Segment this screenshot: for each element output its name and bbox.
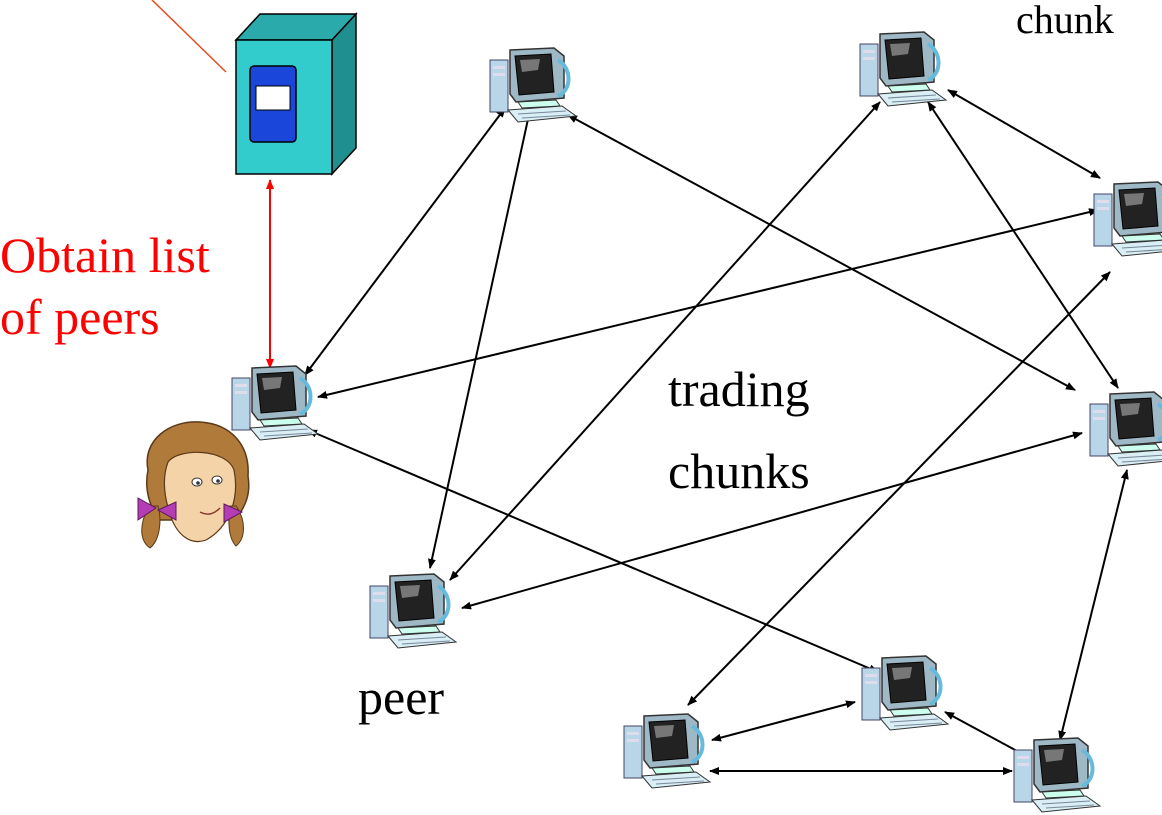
computer-icon [368, 572, 458, 650]
link [567, 114, 1076, 391]
peer-label: peer [358, 669, 445, 725]
peer-links [304, 89, 1129, 775]
tracker-callout-line [151, 0, 227, 73]
link [927, 101, 1119, 389]
computer-icon [858, 30, 948, 108]
trading-chunks-label-line1: trading [668, 361, 810, 417]
top-right-label: chunk [1016, 0, 1114, 42]
obtain-list-label-line2: of peers [0, 289, 160, 345]
trading-chunks-label-line2: chunks [668, 443, 810, 499]
link [307, 429, 879, 673]
link [1058, 469, 1129, 741]
computer-icon [1012, 736, 1102, 814]
computer-icon [622, 712, 712, 790]
computer-icon [1088, 390, 1162, 468]
alice-user-icon [137, 421, 250, 549]
tracker-server-icon [234, 12, 358, 176]
computer-icon [1092, 180, 1162, 258]
link [428, 109, 532, 569]
obtain-list-label-line1: Obtain list [0, 227, 210, 283]
computer-icon [488, 46, 578, 124]
computer-icon [860, 654, 950, 732]
link [711, 700, 856, 742]
computer-icon [230, 364, 320, 442]
